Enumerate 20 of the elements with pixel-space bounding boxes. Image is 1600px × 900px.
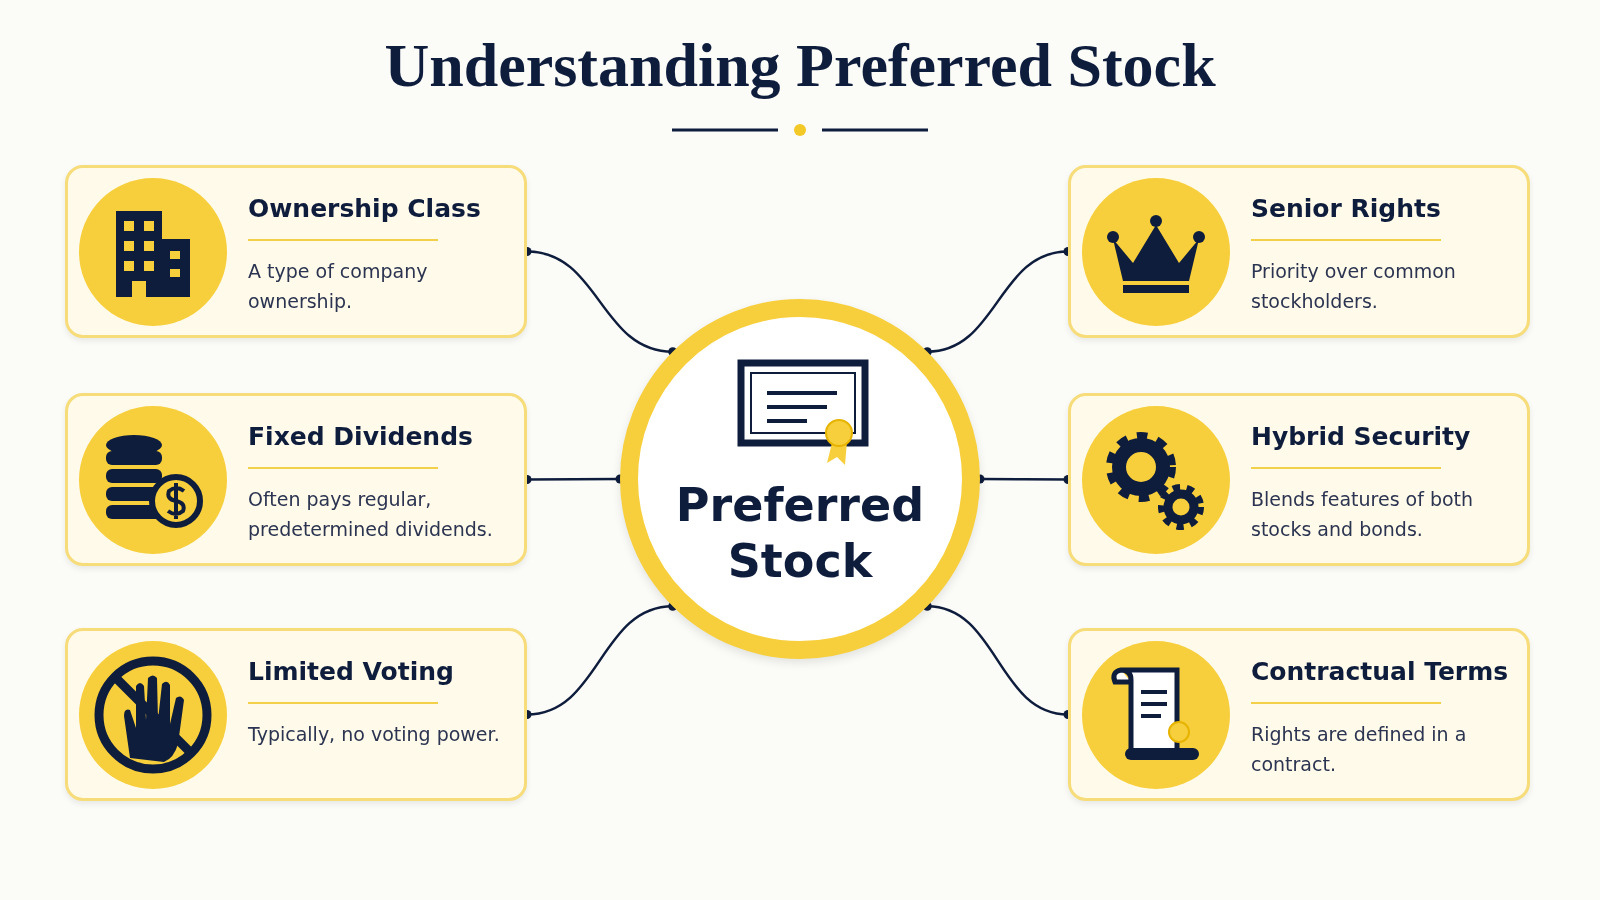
card-description: Blends features of both stocks and bonds. bbox=[1251, 487, 1475, 542]
card-description: Priority over common stockholders. bbox=[1251, 259, 1457, 314]
card-heading: Senior Rights bbox=[1251, 194, 1441, 223]
card-heading: Contractual Terms bbox=[1251, 657, 1509, 686]
info-card bbox=[65, 165, 527, 338]
hub-label: Preferred Stock bbox=[674, 477, 926, 589]
card-description: Typically, no voting power. bbox=[248, 722, 501, 747]
card-description: Rights are defined in a contract. bbox=[1251, 722, 1468, 777]
card-heading: Ownership Class bbox=[248, 194, 481, 223]
card-heading: Hybrid Security bbox=[1251, 422, 1471, 451]
info-card bbox=[1068, 165, 1530, 338]
title: Understanding Preferred Stock bbox=[383, 30, 1217, 101]
card-description: Often pays regular, predetermined dividends. bbox=[248, 487, 494, 542]
info-card bbox=[65, 628, 527, 801]
info-card bbox=[65, 393, 527, 566]
info-card bbox=[1068, 628, 1530, 801]
card-heading: Limited Voting bbox=[248, 657, 454, 686]
card-heading: Fixed Dividends bbox=[248, 422, 473, 451]
info-card bbox=[1068, 393, 1530, 566]
card-description: A type of company ownership. bbox=[248, 259, 429, 314]
